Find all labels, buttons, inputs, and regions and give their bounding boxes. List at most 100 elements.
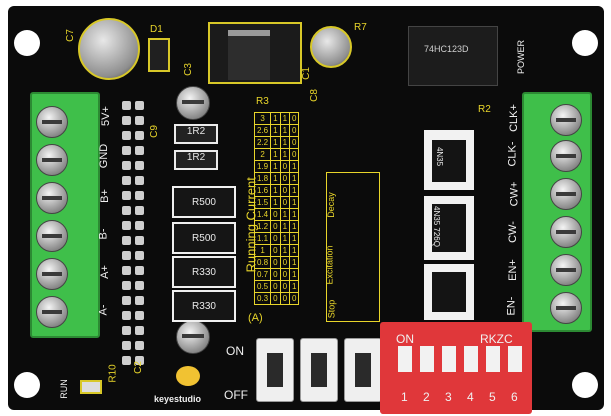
current-table-cell: 0 xyxy=(289,112,300,125)
terminal-screw-icon[interactable] xyxy=(36,258,68,290)
board-screw-icon xyxy=(176,320,210,354)
current-table-cell: 1 xyxy=(289,232,300,245)
current-table-cell: 1 xyxy=(279,232,291,245)
current-table-cell: 1 xyxy=(279,136,291,149)
label-c3: C3 xyxy=(182,63,194,76)
mode-table xyxy=(326,172,380,322)
label-c9: C9 xyxy=(148,125,160,138)
label-r10: R10 xyxy=(107,364,119,383)
decay-label: Decay xyxy=(325,192,336,218)
dip-num-3: 3 xyxy=(445,390,452,404)
terminal-screw-icon[interactable] xyxy=(36,106,68,138)
dip-num-1: 1 xyxy=(401,390,408,404)
current-table-cell: 0 xyxy=(279,160,291,173)
terminal-screw-icon[interactable] xyxy=(36,296,68,328)
current-table-cell: 0 xyxy=(270,256,281,269)
current-table-cell: 1 xyxy=(289,208,300,221)
current-table-cell: 1 xyxy=(289,220,300,233)
terminal-screw-icon[interactable] xyxy=(36,144,68,176)
current-table-cell: 0 xyxy=(289,124,300,137)
label-b-plus: B+ xyxy=(98,189,111,203)
current-table-cell: 0 xyxy=(279,268,291,281)
opto-1-text: 4N35 xyxy=(435,146,445,167)
label-clk-minus: CLK- xyxy=(506,141,519,167)
current-table-cell: 0 xyxy=(270,280,281,293)
excitation-label: Excitation xyxy=(324,245,335,285)
current-table-cell: 1 xyxy=(270,112,281,125)
current-table-cell: 1 xyxy=(289,172,300,185)
current-table-cell: 1 xyxy=(270,124,281,137)
dip-toggle-5[interactable] xyxy=(486,346,500,372)
resistor-r330-b: R330 xyxy=(172,290,236,322)
current-table-cell: 1.2 xyxy=(253,220,272,233)
label-r2: R2 xyxy=(478,104,491,115)
terminal-screw-icon[interactable] xyxy=(550,216,582,248)
terminal-screw-icon[interactable] xyxy=(550,104,582,136)
resistor-r330-a: R330 xyxy=(172,256,236,288)
current-table-cell: 1 xyxy=(270,196,281,209)
dip-on-label: ON xyxy=(396,332,414,346)
dip-toggle-2[interactable] xyxy=(420,346,434,372)
label-en-plus: EN+ xyxy=(506,259,519,281)
off-label: OFF xyxy=(224,388,248,402)
board-screw-icon xyxy=(176,86,210,120)
current-table-cell: 0 xyxy=(270,220,281,233)
slide-switch-2[interactable] xyxy=(300,338,338,402)
label-clk-plus: CLK+ xyxy=(507,104,520,132)
current-table-cell: 0 xyxy=(270,292,281,305)
current-table-cell: 3 xyxy=(253,112,272,125)
current-table-cell: 0.5 xyxy=(253,280,272,293)
on-label: ON xyxy=(226,344,244,358)
current-table-cell: 1.9 xyxy=(253,160,272,173)
dip-toggle-1[interactable] xyxy=(398,346,412,372)
run-led xyxy=(80,380,102,394)
label-cw-minus: CW- xyxy=(506,221,519,243)
terminal-screw-icon[interactable] xyxy=(550,254,582,286)
dip-toggle-4[interactable] xyxy=(464,346,478,372)
current-table-cell: 2 xyxy=(253,148,272,161)
current-table-cell: 1 xyxy=(289,256,300,269)
current-table-cell: 0 xyxy=(279,184,291,197)
terminal-screw-icon[interactable] xyxy=(550,140,582,172)
label-power: POWER xyxy=(516,39,527,75)
current-table-cell: 1 xyxy=(279,112,291,125)
current-table-cell: 1 xyxy=(289,280,300,293)
current-table-cell: 0 xyxy=(270,208,281,221)
dip-toggle-6[interactable] xyxy=(508,346,522,372)
label-d1: D1 xyxy=(150,24,163,35)
slide-switch-3[interactable] xyxy=(344,338,382,402)
mounting-hole-top-right xyxy=(572,30,598,56)
current-table-cell: 0.3 xyxy=(253,292,272,305)
current-table-cell: 1 xyxy=(289,268,300,281)
current-table-cell: 0 xyxy=(279,292,291,305)
electrolytic-capacitor xyxy=(78,18,140,80)
terminal-screw-icon[interactable] xyxy=(550,292,582,324)
optocoupler-2-chip xyxy=(432,204,466,252)
terminal-screw-icon[interactable] xyxy=(36,220,68,252)
dip-toggle-3[interactable] xyxy=(442,346,456,372)
current-table-cell: 0 xyxy=(270,244,281,257)
terminal-screw-icon[interactable] xyxy=(550,178,582,210)
dip-brand: RKZC xyxy=(480,332,513,346)
mounting-hole-bottom-left xyxy=(14,372,40,398)
label-r7: R7 xyxy=(354,22,367,33)
current-table-cell: 0 xyxy=(270,268,281,281)
current-table-cell: 0 xyxy=(289,136,300,149)
dip-num-2: 2 xyxy=(423,390,430,404)
brand-logo-icon xyxy=(176,366,200,386)
terminal-screw-icon[interactable] xyxy=(36,182,68,214)
dip-num-6: 6 xyxy=(511,390,518,404)
slide-switch-1[interactable] xyxy=(256,338,294,402)
current-table-cell: 1.6 xyxy=(253,184,272,197)
current-table-cell: 1 xyxy=(279,220,291,233)
mounting-hole-top-left xyxy=(14,30,40,56)
